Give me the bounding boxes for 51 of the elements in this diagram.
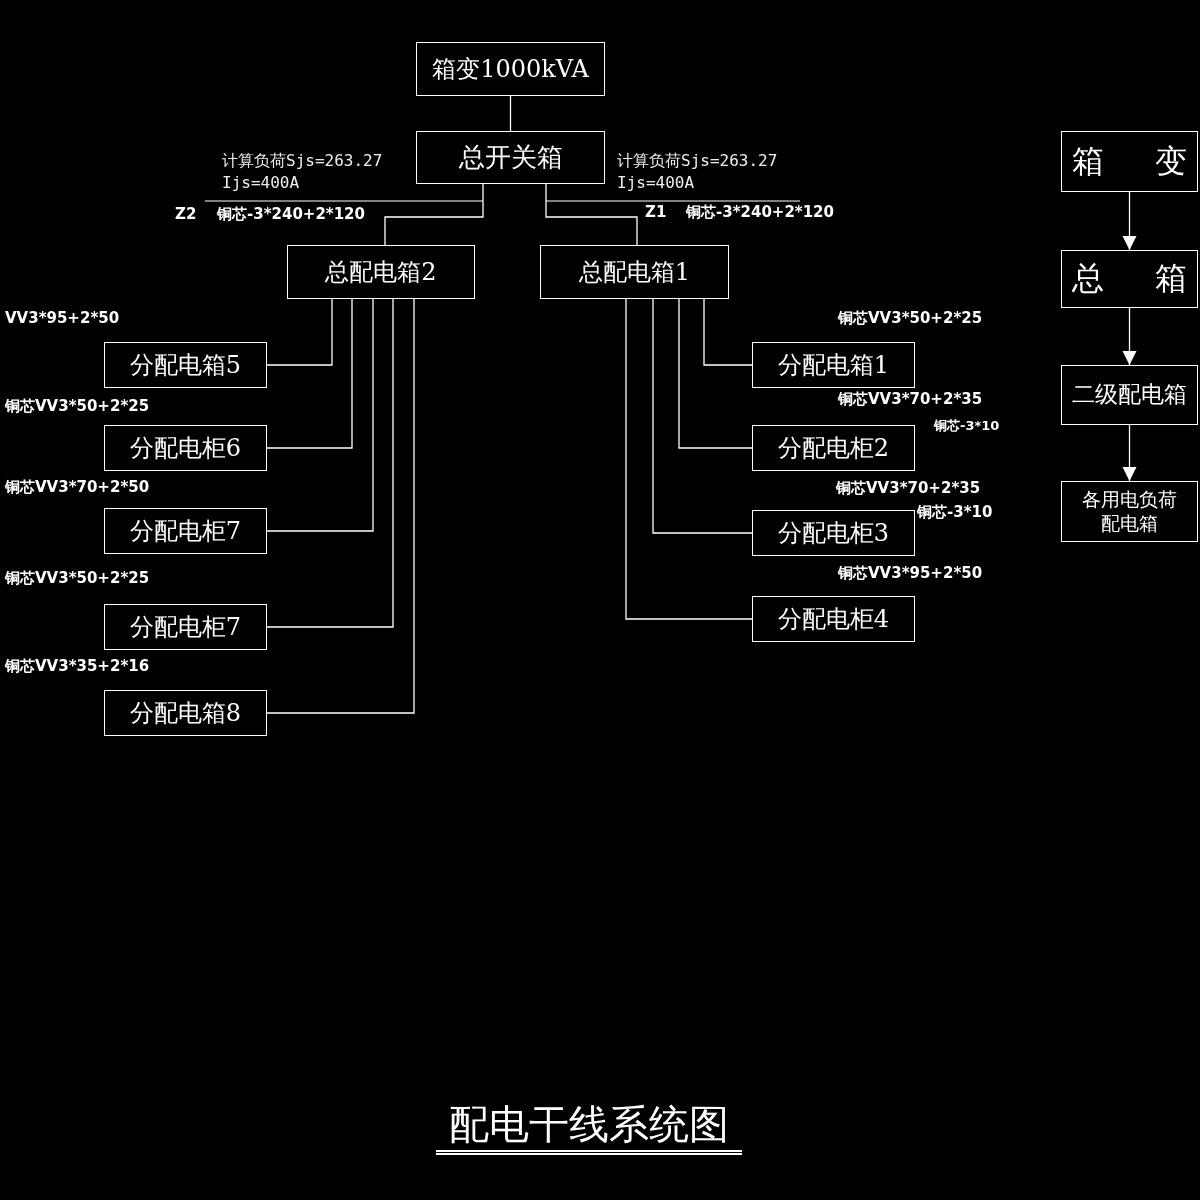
cable-line: [266, 298, 394, 628]
cable-label: 铜芯VV3*95+2*50: [838, 566, 983, 581]
distribution-box: 总配电箱2: [287, 245, 475, 299]
distribution-box: 箱变1000kVA: [416, 42, 605, 96]
arrow: [1122, 424, 1137, 482]
cable-label: 铜芯-3*240+2*120: [686, 205, 834, 220]
cable-label: 铜芯-3*240+2*120: [217, 207, 365, 222]
distribution-box: 分配电柜7: [104, 508, 267, 554]
cable-line: [625, 298, 753, 620]
load-note: Ijs=400A: [617, 175, 695, 191]
distribution-box: 总 箱: [1061, 250, 1198, 308]
distribution-box: 总开关箱: [416, 131, 605, 184]
distribution-box: 各用电负荷配电箱: [1061, 481, 1198, 542]
cable-label: 铜芯VV3*70+2*35: [838, 392, 983, 407]
cable-label: 铜芯-3*10: [917, 505, 993, 520]
load-note: 计算负荷Sjs=263.27: [222, 153, 383, 169]
distribution-box: 分配电柜7: [104, 604, 267, 650]
load-note: Ijs=400A: [222, 175, 300, 191]
cable-line: [545, 183, 638, 246]
distribution-box: 箱 变: [1061, 131, 1198, 192]
cable-line: [384, 183, 484, 246]
cable-label: VV3*95+2*50: [5, 311, 120, 326]
cable-label: Z2: [175, 207, 197, 222]
cable-line: [652, 298, 753, 534]
cable-line: [266, 298, 374, 532]
cable-label: 铜芯VV3*50+2*25: [838, 311, 983, 326]
distribution-box: 分配电柜6: [104, 425, 267, 471]
cable-line: [509, 95, 512, 132]
cable-label: 铜芯-3*10: [934, 419, 1000, 432]
distribution-box: 总配电箱1: [540, 245, 729, 299]
distribution-box: 分配电箱5: [104, 342, 267, 388]
cable-line: [266, 298, 333, 366]
diagram-title: 配电干线系统图: [436, 1102, 742, 1155]
cable-line: [703, 298, 753, 366]
distribution-box: 分配电柜3: [752, 510, 915, 556]
cable-label: 铜芯VV3*50+2*25: [5, 571, 150, 586]
distribution-box: 分配电柜4: [752, 596, 915, 642]
cable-label: Z1: [645, 205, 667, 220]
cable-line: [266, 298, 353, 449]
distribution-box: 分配电箱8: [104, 690, 267, 736]
distribution-box: 分配电柜2: [752, 425, 915, 471]
cable-label: 铜芯VV3*70+2*35: [836, 481, 981, 496]
cable-line: [678, 298, 753, 449]
cable-line: [266, 298, 415, 714]
distribution-box: 分配电箱1: [752, 342, 915, 388]
cable-label: 铜芯VV3*70+2*50: [5, 480, 150, 495]
cable-label: 铜芯VV3*50+2*25: [5, 399, 150, 414]
distribution-box: 二级配电箱: [1061, 365, 1198, 425]
cable-label: 铜芯VV3*35+2*16: [5, 659, 150, 674]
arrow: [1122, 307, 1137, 366]
arrow: [1122, 191, 1137, 251]
